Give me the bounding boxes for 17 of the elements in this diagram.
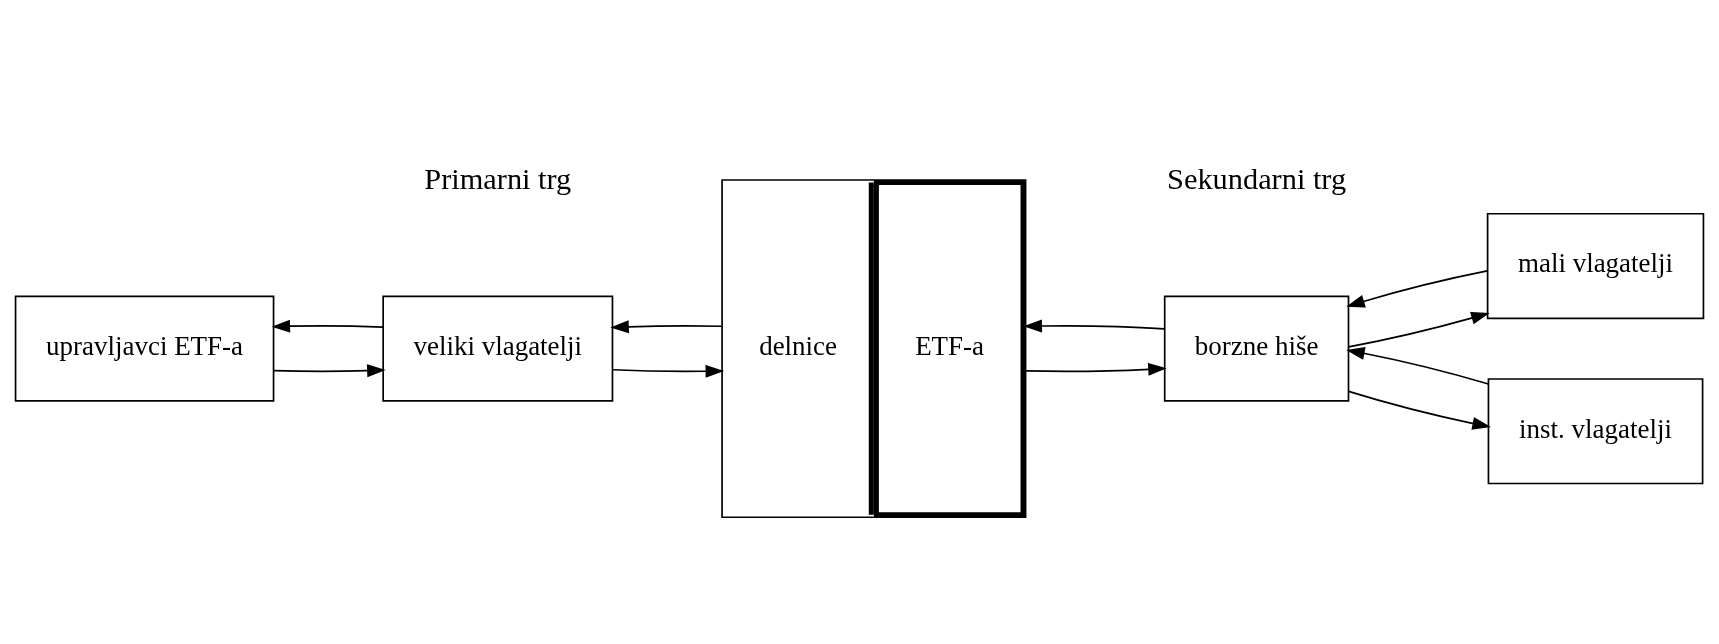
node-box: veliki vlagatelji <box>382 295 614 402</box>
node-box: upravljavci ETF-a <box>14 295 275 402</box>
arrow <box>1346 269 1489 307</box>
node-box: borzne hiše <box>1163 295 1350 402</box>
node-box: inst. vlagatelji <box>1487 377 1704 484</box>
arrow <box>1347 390 1491 430</box>
label: Primarni trg <box>424 161 572 196</box>
arrow <box>1025 362 1167 376</box>
arrow <box>610 319 723 333</box>
arrow <box>273 363 386 377</box>
arrow <box>271 319 384 333</box>
node-box: mali vlagatelji <box>1486 212 1705 319</box>
arrow <box>1346 346 1490 385</box>
arrow <box>1347 311 1490 348</box>
arrow <box>1023 319 1166 333</box>
arrow <box>612 364 725 378</box>
label: Sekundarni trg <box>1167 161 1347 196</box>
